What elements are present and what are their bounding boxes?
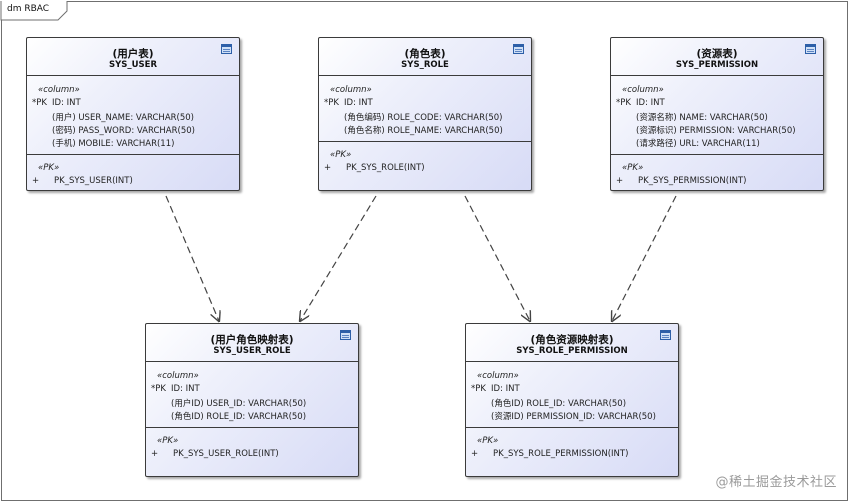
pk-stereotype: «PK» [477,436,499,446]
entity-title: (用户表) [112,48,154,60]
separator [466,427,678,428]
pk-stereotype: «PK» [157,436,179,446]
separator [319,141,531,142]
entity-name: SYS_ROLE [401,60,449,70]
watermark: @稀土掘金技术社区 [715,475,837,490]
link-permission-to-role-permission [612,195,677,321]
pk-stereotype: «PK» [330,150,352,160]
frame-tab [0,1,68,21]
separator [611,154,823,155]
table-icon [221,44,232,54]
pk-stereotype: «PK» [38,163,60,173]
table-icon [660,330,671,340]
column-stereotype: «column» [38,85,80,95]
link-user-to-user-role [165,195,219,321]
separator [319,75,531,76]
separator [466,361,678,362]
entity-title: (用户角色映射表) [210,334,294,346]
table-icon [340,330,351,340]
column-stereotype: «column» [330,85,372,95]
separator [146,361,358,362]
separator [27,154,239,155]
entity-name: SYS_PERMISSION [675,60,759,70]
entity-sys-role-permission[interactable]: (角色资源映射表) SYS_ROLE_PERMISSION «column» *… [465,323,679,477]
column-stereotype: «column» [622,85,664,95]
separator [146,427,358,428]
column-stereotype: «column» [157,371,199,381]
link-role-to-user-role [300,195,377,321]
table-icon [805,44,816,54]
entity-name: SYS_USER [108,60,158,70]
table-icon [513,44,524,54]
column-stereotype: «column» [477,371,519,381]
separator [27,75,239,76]
entity-title: (角色资源映射表) [530,334,614,346]
link-role-to-role-permission [464,195,530,321]
entity-name: SYS_ROLE_PERMISSION [516,346,628,356]
entity-title: (资源表) [696,48,738,60]
entity-name: SYS_USER_ROLE [213,346,291,356]
entity-title: (角色表) [404,48,446,60]
pk-stereotype: «PK» [622,163,644,173]
frame-label: dm RBAC [7,4,50,14]
separator [611,75,823,76]
